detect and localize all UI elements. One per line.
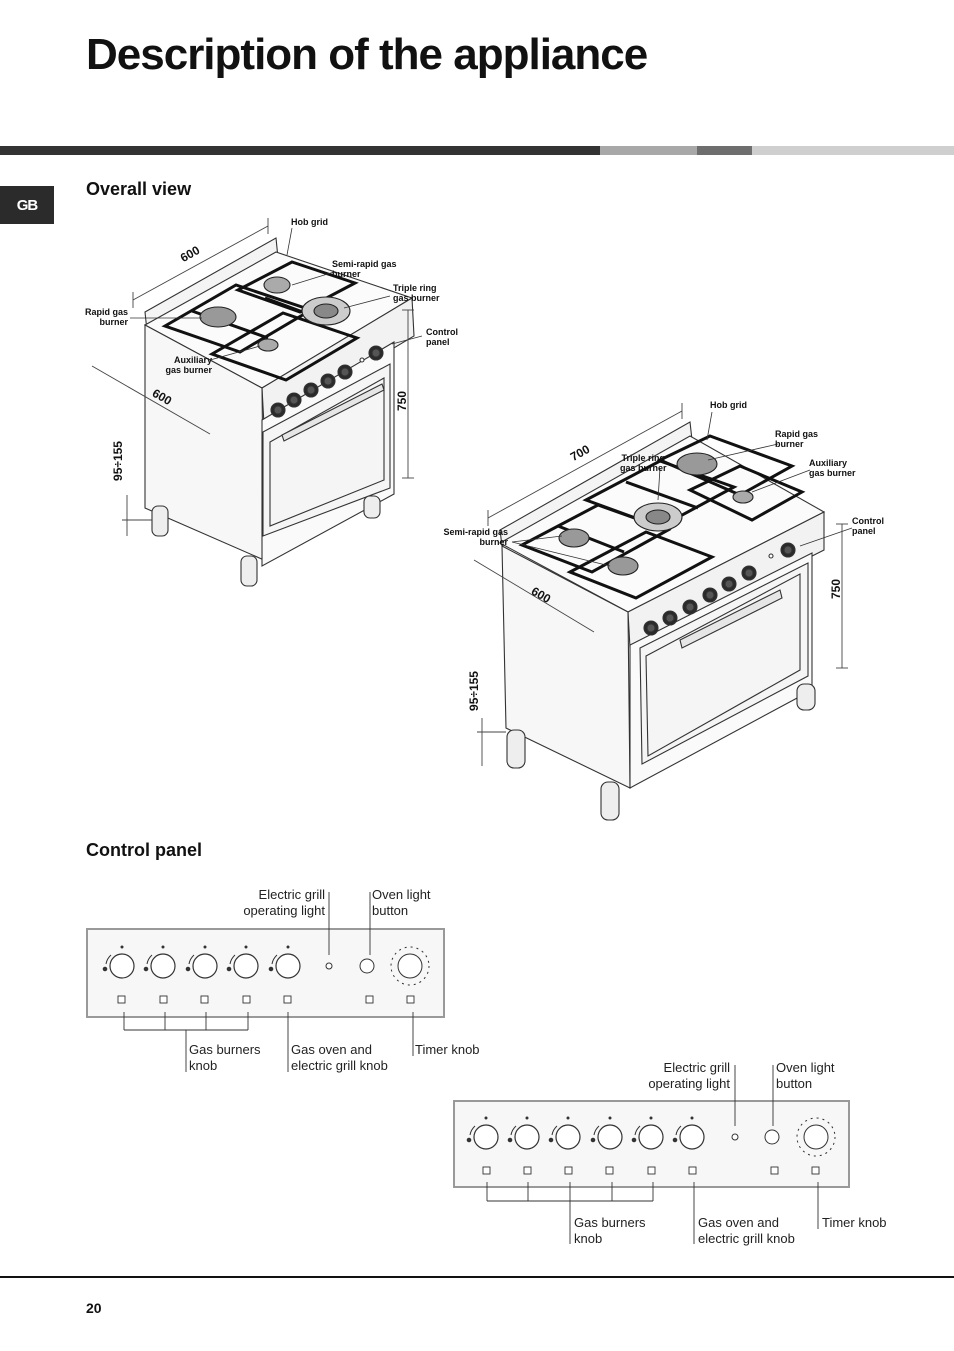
panel-b-oven-light-label: Oven light button bbox=[776, 1060, 835, 1091]
page-number: 20 bbox=[86, 1300, 102, 1316]
panel-b-timer-knob-label: Timer knob bbox=[822, 1215, 887, 1230]
panel-a-oven-light-label: Oven light button bbox=[372, 887, 431, 918]
small-control-panel-label: Control panel bbox=[426, 327, 458, 347]
large-rapid-label: Rapid gas burner bbox=[775, 429, 819, 449]
control-panel-b-drawing bbox=[453, 1065, 850, 1244]
control-panel-a-drawing bbox=[86, 892, 445, 1072]
small-triple-ring-label: Triple ring gas burner bbox=[393, 283, 440, 303]
large-auxiliary-label: Auxiliary gas burner bbox=[809, 458, 856, 478]
page-title: Description of the appliance bbox=[86, 30, 648, 79]
overall-view-heading: Overall view bbox=[86, 179, 192, 199]
header-bar-light bbox=[600, 146, 697, 155]
small-hob-grid-label: Hob grid bbox=[291, 217, 328, 227]
large-feet-dimension: 95÷155 bbox=[466, 671, 481, 711]
panel-b-gas-burners-knob-label: Gas burners knob bbox=[574, 1215, 646, 1246]
small-rapid-label: Rapid gas burner bbox=[84, 307, 128, 327]
small-semi-rapid-label: Semi-rapid gas burner bbox=[332, 259, 397, 279]
panel-a-gas-burners-knob-label: Gas burners knob bbox=[189, 1042, 261, 1073]
small-height-dimension: 750 bbox=[395, 390, 410, 412]
large-semi-rapid-label: Semi-rapid gas burner bbox=[443, 527, 508, 547]
large-control-panel-label: Control panel bbox=[852, 516, 884, 536]
panel-b-electric-grill-light-label: Electric grill operating light bbox=[648, 1060, 730, 1091]
large-height-dimension: 750 bbox=[829, 578, 844, 600]
panel-b-gas-oven-knob-label: Gas oven and electric grill knob bbox=[698, 1215, 795, 1246]
panel-a-electric-grill-light-label: Electric grill operating light bbox=[243, 887, 325, 918]
panel-a-timer-knob-label: Timer knob bbox=[415, 1042, 480, 1057]
footer-rule bbox=[0, 1276, 954, 1278]
panel-a-gas-oven-knob-label: Gas oven and electric grill knob bbox=[291, 1042, 388, 1073]
control-panel-heading: Control panel bbox=[86, 840, 202, 860]
small-feet-dimension: 95÷155 bbox=[110, 441, 125, 481]
large-hob-grid-label: Hob grid bbox=[710, 400, 747, 410]
large-triple-ring-label: Triple ring gas burner bbox=[620, 453, 667, 473]
large-cooker-drawing bbox=[473, 403, 853, 821]
language-tab: GB bbox=[0, 186, 54, 224]
header-bar-dark bbox=[0, 146, 600, 155]
header-bar-pale bbox=[752, 146, 954, 155]
small-cooker-drawing bbox=[91, 218, 423, 587]
header-bar-mid bbox=[697, 146, 752, 155]
small-auxiliary-label: Auxiliary gas burner bbox=[165, 355, 212, 375]
